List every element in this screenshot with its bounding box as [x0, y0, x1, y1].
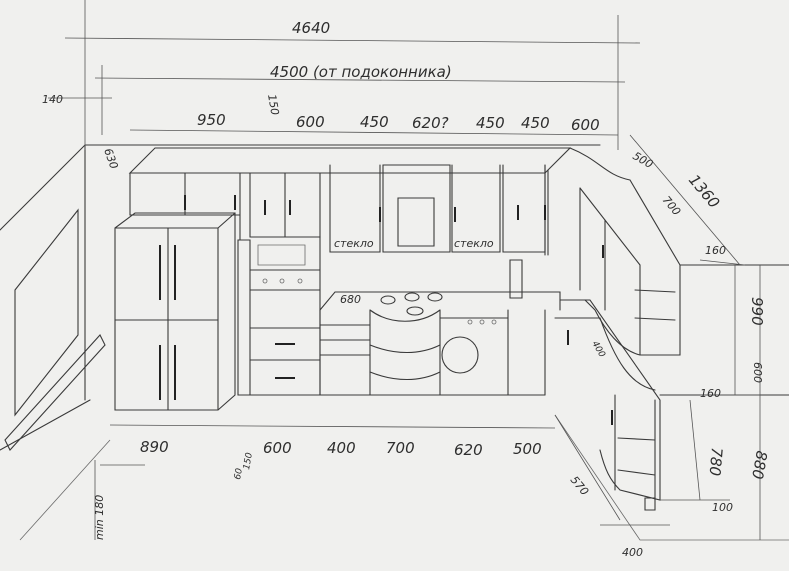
dim-plinth: 100	[712, 501, 733, 514]
dim-depth-lower: 400	[622, 546, 643, 559]
dim-bottom-3: 600	[263, 439, 292, 457]
base-cabinets	[319, 259, 661, 511]
dim-overall: 4640	[292, 19, 330, 37]
dim-top-5: 450	[476, 114, 505, 132]
dim-bottom-7: 500	[513, 440, 542, 458]
dim-top-4: 620?	[412, 114, 449, 132]
dim-shelf-lower: 160	[700, 387, 721, 400]
dim-top-7: 600	[571, 116, 600, 134]
label-glass-left: стекло	[334, 237, 374, 250]
dim-bottom-0: 890	[140, 438, 169, 456]
window	[4, 208, 106, 451]
dim-top-2: 600	[296, 113, 325, 131]
dim-offset-left: 140	[42, 93, 63, 106]
dim-base-height: 780	[706, 447, 726, 477]
dim-top-0: 950	[197, 111, 226, 129]
dim-bottom-4: 400	[327, 439, 356, 457]
oven-column	[237, 236, 321, 396]
dim-height-gap: 990	[748, 297, 766, 326]
fridge-column	[114, 212, 236, 411]
dim-bottom-1: 60	[233, 467, 245, 480]
dim-side-length: 570	[568, 474, 591, 498]
dim-total-base: 880	[748, 449, 771, 480]
upper-cabinets	[128, 147, 681, 356]
dim-bottom-2: 150	[242, 452, 255, 471]
dim-to-sill: 4500 (от подоконника)	[270, 63, 452, 81]
dimension-labels: 4640 4500 (от подоконника) 140 630 950 1…	[42, 19, 771, 559]
dim-height-mid: 600	[751, 362, 764, 383]
label-hob-note: 680	[340, 293, 361, 306]
dim-bottom-5: 700	[386, 439, 415, 457]
dim-top-3: 450	[360, 113, 389, 131]
dim-bottom-6: 620	[454, 441, 483, 459]
dim-top-6: 450	[521, 114, 550, 132]
dim-inner-upper: 700	[660, 194, 683, 218]
dim-shelf-upper: 160	[705, 244, 726, 257]
dim-top-1: 150	[265, 93, 281, 116]
dim-length-upper: 1360	[685, 171, 723, 212]
dim-depth-upper: 500	[631, 149, 656, 171]
label-glass-right: стекло	[454, 237, 494, 250]
dim-window-min: min 180	[93, 495, 106, 540]
dimension-lines	[48, 0, 761, 540]
dim-upper-height: 630	[101, 147, 120, 171]
dim-counter-depth: 400	[589, 340, 606, 360]
